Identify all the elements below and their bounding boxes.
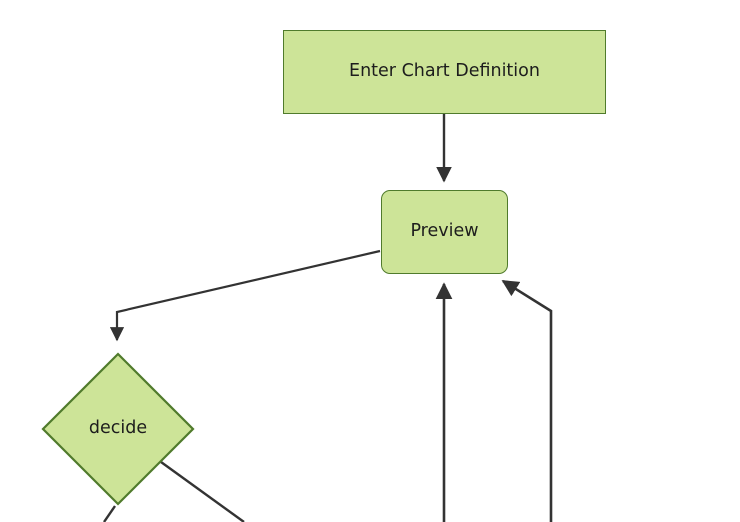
edge-preview-to-decide bbox=[109, 249, 381, 342]
node-label: Enter Chart Definition bbox=[349, 61, 540, 82]
edge-decide-out-left bbox=[103, 505, 116, 522]
node-enter-chart-definition[interactable]: Enter Chart Definition bbox=[283, 30, 606, 114]
node-preview[interactable]: Preview bbox=[381, 190, 508, 274]
edge-decide-out-right bbox=[160, 461, 245, 522]
edge-return-right-to-preview bbox=[501, 279, 553, 522]
node-label: Preview bbox=[410, 221, 479, 242]
